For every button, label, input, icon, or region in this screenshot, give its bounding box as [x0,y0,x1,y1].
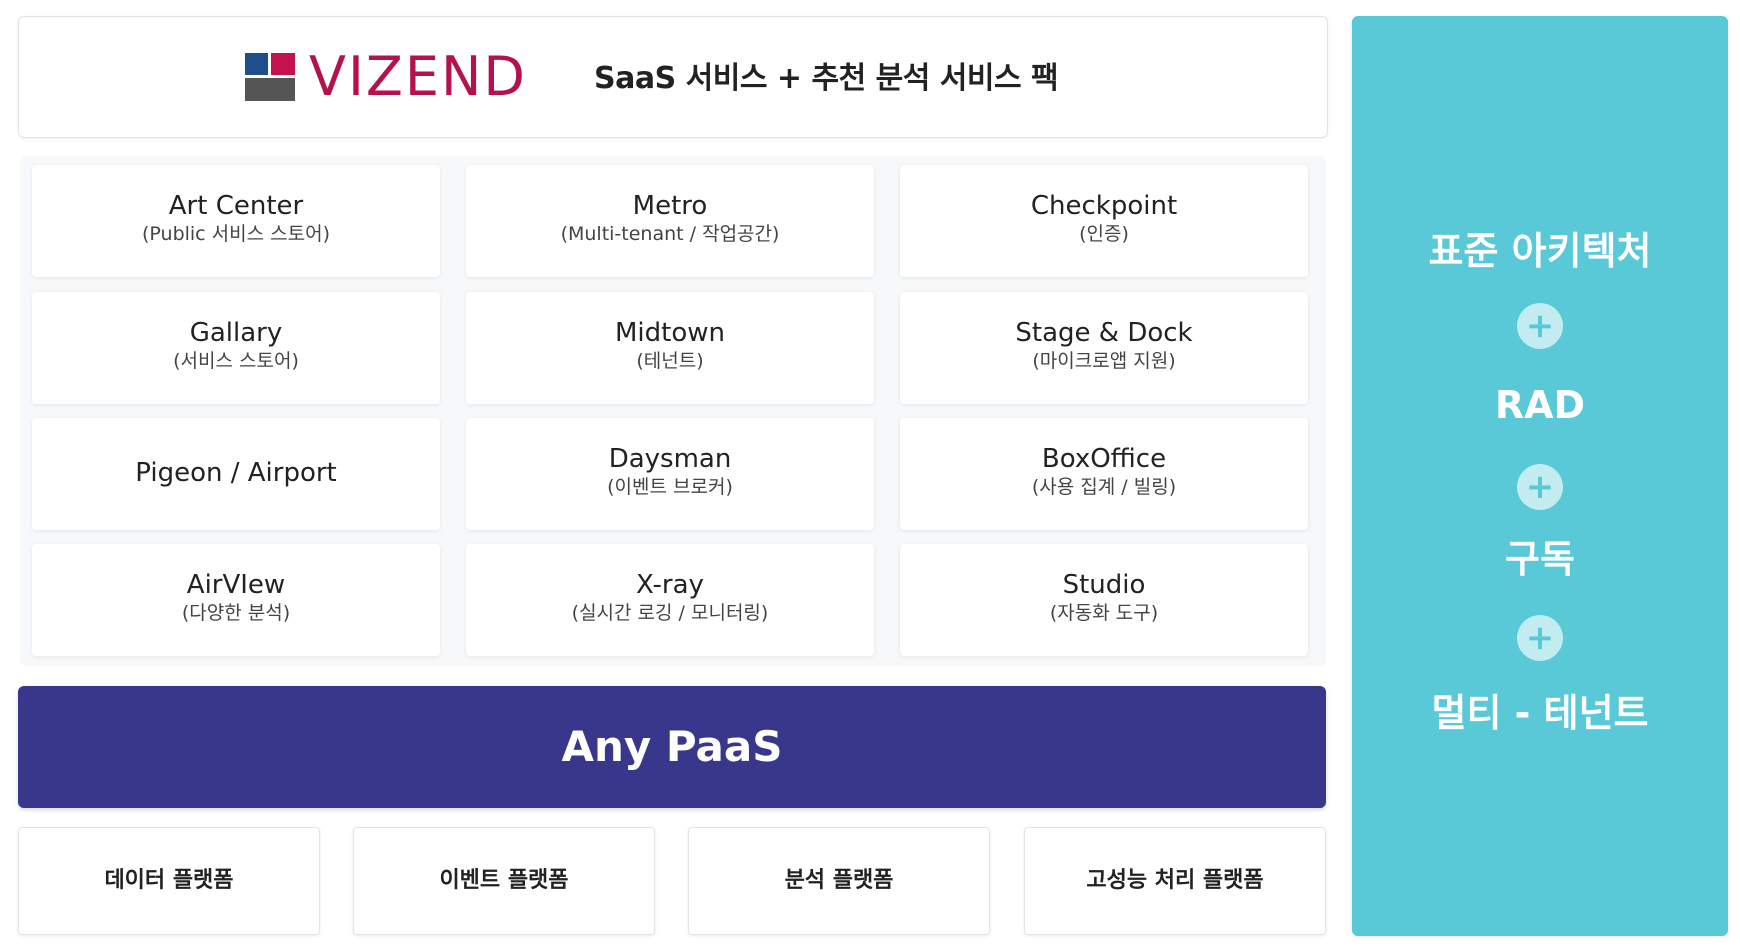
header-subtitle: SaaS 서비스 + 추천 분석 서비스 팩 [594,61,1059,96]
service-subtitle: (다양한 분석) [181,602,291,624]
service-title: Daysman [608,444,732,474]
logo-mark-icon [245,53,295,101]
service-subtitle: (사용 집계 / 빌링) [1031,476,1177,498]
service-title: Gallary [189,318,283,348]
service-card-pigeon-airport: Pigeon / Airport [32,418,440,530]
service-card-studio: Studio (자동화 도구) [900,544,1308,656]
feature-multi-tenant: 멀티 - 테넌트 [1431,691,1649,735]
service-subtitle: (이벤트 브로커) [607,476,733,498]
plus-icon: + [1517,464,1563,510]
service-subtitle: (인증) [1079,223,1129,245]
service-title: Metro [632,191,708,221]
feature-standard-architecture: 표준 아키텍처 [1428,229,1652,273]
feature-panel: 표준 아키텍처 + RAD + 구독 + 멀티 - 테넌트 [1352,16,1728,936]
service-title: Pigeon / Airport [135,458,337,488]
feature-rad: RAD [1494,383,1586,427]
plus-icon: + [1517,615,1563,661]
header-banner: VIZEND SaaS 서비스 + 추천 분석 서비스 팩 [18,16,1328,138]
service-card-art-center: Art Center (Public 서비스 스토어) [32,165,440,277]
service-subtitle: (Public 서비스 스토어) [141,223,330,245]
service-title: Art Center [168,191,304,221]
services-grid: Art Center (Public 서비스 스토어) Metro (Multi… [20,156,1326,666]
logo-wordmark: VIZEND [309,45,527,108]
service-card-midtown: Midtown (테넌트) [466,292,874,404]
platform-event: 이벤트 플랫폼 [353,827,655,935]
service-subtitle: (Multi-tenant / 작업공간) [560,223,780,245]
service-card-x-ray: X-ray (실시간 로깅 / 모니터링) [466,544,874,656]
service-subtitle: (마이크로앱 지원) [1032,350,1176,372]
service-card-gallary: Gallary (서비스 스토어) [32,292,440,404]
service-subtitle: (테넌트) [636,350,704,372]
service-card-daysman: Daysman (이벤트 브로커) [466,418,874,530]
service-card-airview: AirVIew (다양한 분석) [32,544,440,656]
service-card-metro: Metro (Multi-tenant / 작업공간) [466,165,874,277]
feature-subscription: 구독 [1505,537,1575,581]
service-title: Checkpoint [1030,191,1178,221]
service-subtitle: (자동화 도구) [1049,602,1159,624]
service-title: BoxOffice [1041,444,1167,474]
service-title: X-ray [636,570,704,600]
plus-icon: + [1517,303,1563,349]
vizend-logo: VIZEND [245,45,527,108]
service-card-checkpoint: Checkpoint (인증) [900,165,1308,277]
platform-analysis: 분석 플랫폼 [688,827,990,935]
platform-data: 데이터 플랫폼 [18,827,320,935]
service-subtitle: (서비스 스토어) [173,350,299,372]
service-subtitle: (실시간 로깅 / 모니터링) [571,602,769,624]
service-card-boxoffice: BoxOffice (사용 집계 / 빌링) [900,418,1308,530]
service-title: Stage & Dock [1015,318,1193,348]
service-title: Studio [1062,570,1146,600]
service-title: Midtown [614,318,725,348]
platform-high-performance: 고성능 처리 플랫폼 [1024,827,1326,935]
service-title: AirVIew [186,570,286,600]
any-paas-bar: Any PaaS [18,686,1326,808]
service-card-stage-dock: Stage & Dock (마이크로앱 지원) [900,292,1308,404]
